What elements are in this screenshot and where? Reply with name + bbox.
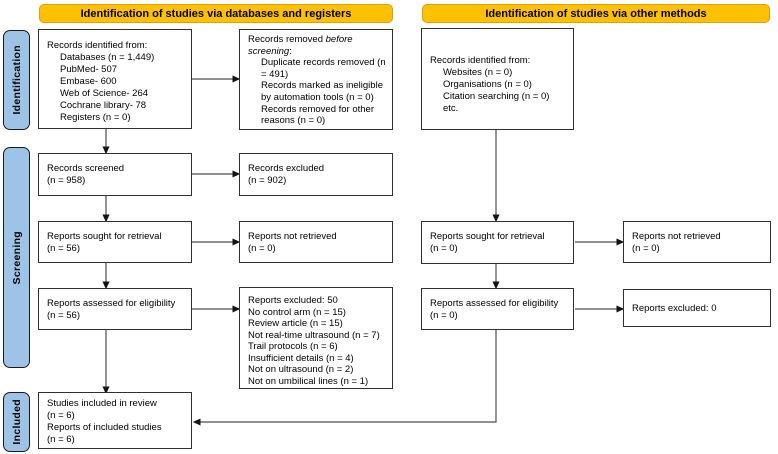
- box-line: (n = 0): [632, 243, 660, 254]
- studies-included-box: Studies included in review (n = 6) Repor…: [38, 392, 192, 449]
- header-databases-registers: Identification of studies via databases …: [39, 4, 393, 23]
- records-screened-box: Records screened (n = 958): [38, 153, 192, 196]
- box-line-text: Records removed: [248, 34, 326, 45]
- box-line: (n = 0): [430, 243, 458, 254]
- box-line: Reports assessed for eligibility: [47, 298, 176, 309]
- box-line: Records removed for other reasons (n = 0…: [261, 103, 374, 127]
- box-line: (n = 56): [47, 243, 81, 254]
- box-line: (n = 0): [248, 243, 276, 254]
- reports-sought-databases-box: Reports sought for retrieval (n = 56): [38, 221, 192, 263]
- records-identified-other-box: Records identified from: Websites (n = 0…: [421, 28, 574, 130]
- reports-not-retrieved-other-box: Reports not retrieved (n = 0): [623, 221, 771, 263]
- box-line-text: :: [289, 45, 292, 57]
- box-line: Citation searching (n = 0): [443, 91, 550, 102]
- box-line: Reports not retrieved: [248, 231, 337, 242]
- reports-not-retrieved-databases-box: Reports not retrieved (n = 0): [239, 221, 393, 263]
- header-databases-registers-label: Identification of studies via databases …: [80, 7, 352, 20]
- box-line: Cochrane library- 78: [60, 100, 147, 111]
- box-line: etc.: [443, 103, 459, 114]
- box-line: Records removed before screening:: [248, 34, 388, 57]
- stage-label-screening: Screening: [3, 147, 30, 368]
- header-other-methods: Identification of studies via other meth…: [422, 4, 770, 23]
- box-line: Insufficient details (n = 4): [248, 352, 354, 364]
- box-line: Databases (n = 1,449): [60, 52, 155, 63]
- records-identified-databases-box: Records identified from: Databases (n = …: [38, 29, 192, 129]
- box-line: Studies included in review: [47, 398, 157, 409]
- box-line: Not real-time ultrasound (n = 7): [248, 329, 380, 341]
- box-line: (n = 958): [47, 175, 86, 186]
- box-line: Web of Science- 264: [60, 88, 149, 99]
- box-line: (n = 6): [47, 410, 75, 421]
- box-line: Reports of included studies: [47, 422, 162, 433]
- box-line: Not on ultrasound (n = 2): [248, 364, 354, 375]
- box-line: (n = 0): [430, 310, 458, 321]
- box-line: Records screened: [47, 163, 125, 174]
- reports-excluded-other-box: Reports excluded: 0: [623, 289, 771, 327]
- stage-label-included: Included: [3, 392, 30, 452]
- records-removed-before-screening-box: Records removed before screening: Duplic…: [239, 29, 393, 130]
- box-line: Websites (n = 0): [443, 67, 513, 78]
- box-line: Records excluded: [248, 163, 325, 174]
- box-line: Organisations (n = 0): [443, 79, 532, 90]
- box-line: Embase- 600: [60, 76, 117, 87]
- box-line: Trail protocols (n = 6): [248, 341, 338, 352]
- stage-label-included-text: Included: [10, 399, 23, 445]
- box-line: Reports assessed for eligibility: [430, 298, 559, 309]
- box-line: Reports excluded: 50: [248, 295, 338, 306]
- reports-excluded-databases-box: Reports excluded: 50 No control arm (n =…: [239, 287, 393, 389]
- stage-label-screening-text: Screening: [10, 230, 23, 285]
- box-line: (n = 56): [47, 310, 81, 321]
- box-line: (n = 902): [248, 175, 287, 186]
- box-line: Reports not retrieved: [632, 231, 721, 242]
- box-line: Reports sought for retrieval: [47, 231, 162, 242]
- box-line: Review article (n = 15): [248, 318, 343, 329]
- box-line: Reports sought for retrieval: [430, 231, 545, 242]
- records-excluded-box: Records excluded (n = 902): [239, 153, 393, 196]
- box-line: Records identified from:: [430, 55, 531, 66]
- box-line-italic-text: before screening: [248, 34, 353, 57]
- box-line: PubMed- 507: [60, 64, 118, 75]
- box-line: Records identified from:: [47, 40, 148, 51]
- reports-assessed-databases-box: Reports assessed for eligibility (n = 56…: [38, 288, 192, 330]
- box-line: Records marked as ineligible by automati…: [261, 80, 383, 103]
- box-line: (n = 6): [47, 434, 75, 445]
- stage-label-identification: Identification: [3, 30, 30, 130]
- stage-label-identification-text: Identification: [10, 45, 23, 115]
- box-line: Not on umbilical lines (n = 1): [248, 375, 369, 387]
- box-line: Registers (n = 0): [60, 112, 131, 123]
- header-other-methods-label: Identification of studies via other meth…: [485, 7, 707, 20]
- reports-sought-other-box: Reports sought for retrieval (n = 0): [421, 221, 574, 264]
- box-line: Reports excluded: 0: [632, 303, 717, 314]
- box-line: Duplicate records removed (n = 491): [261, 57, 386, 80]
- box-line: No control arm (n = 15): [248, 306, 346, 318]
- reports-assessed-other-box: Reports assessed for eligibility (n = 0): [421, 288, 574, 330]
